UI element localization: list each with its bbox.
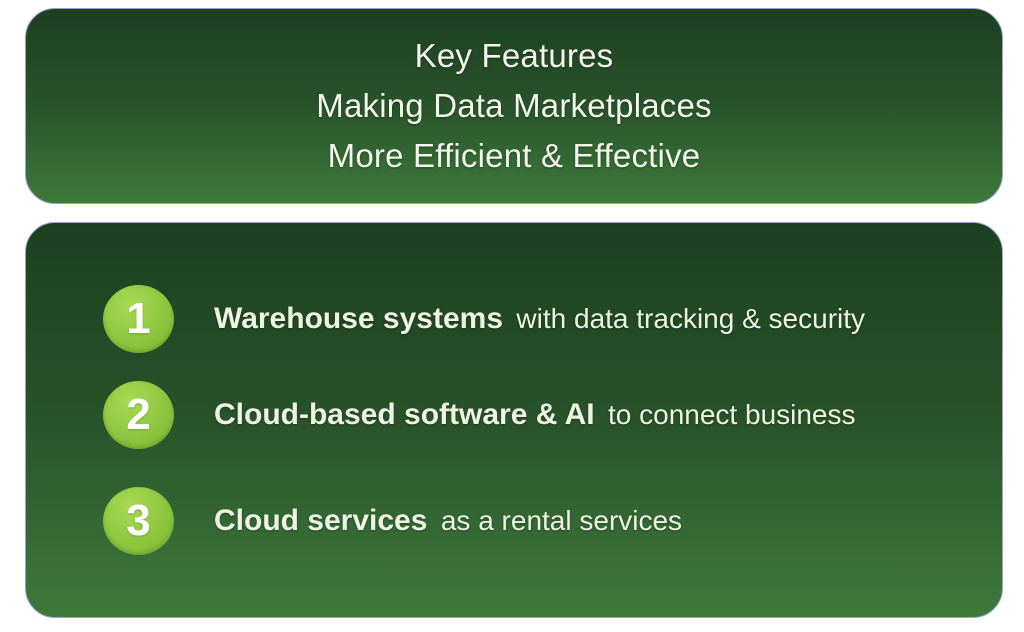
feature-text-1: Warehouse systems with data tracking & s…	[214, 302, 865, 336]
features-box: 1 Warehouse systems with data tracking &…	[25, 222, 1003, 618]
feature-row-3: 3 Cloud services as a rental services	[103, 485, 972, 557]
feature-title-3: Cloud services	[214, 504, 428, 537]
title-box: Key Features Making Data Marketplaces Mo…	[25, 8, 1003, 204]
number-bullet-2-icon: 2	[103, 381, 174, 449]
feature-text-3: Cloud services as a rental services	[214, 504, 682, 538]
feature-text-2: Cloud-based software & AI to connect bus…	[214, 398, 856, 432]
feature-row-2: 2 Cloud-based software & AI to connect b…	[103, 379, 972, 451]
title-line-2: Making Data Marketplaces	[316, 87, 712, 124]
feature-row-1: 1 Warehouse systems with data tracking &…	[103, 283, 972, 355]
feature-description-2: to connect business	[608, 399, 856, 430]
bullet-number-2: 2	[126, 390, 151, 439]
title-line-1: Key Features	[414, 37, 614, 74]
bullet-number-3: 3	[126, 496, 151, 545]
number-bullet-3-icon: 3	[103, 487, 174, 555]
feature-title-1: Warehouse systems	[214, 302, 504, 335]
feature-description-1: with data tracking & security	[516, 303, 866, 334]
number-bullet-1-icon: 1	[103, 285, 174, 353]
feature-description-3: as a rental services	[440, 505, 683, 536]
bullet-number-1: 1	[126, 294, 151, 343]
feature-title-2: Cloud-based software & AI	[214, 398, 595, 431]
title-line-3: More Efficient & Effective	[327, 137, 701, 174]
